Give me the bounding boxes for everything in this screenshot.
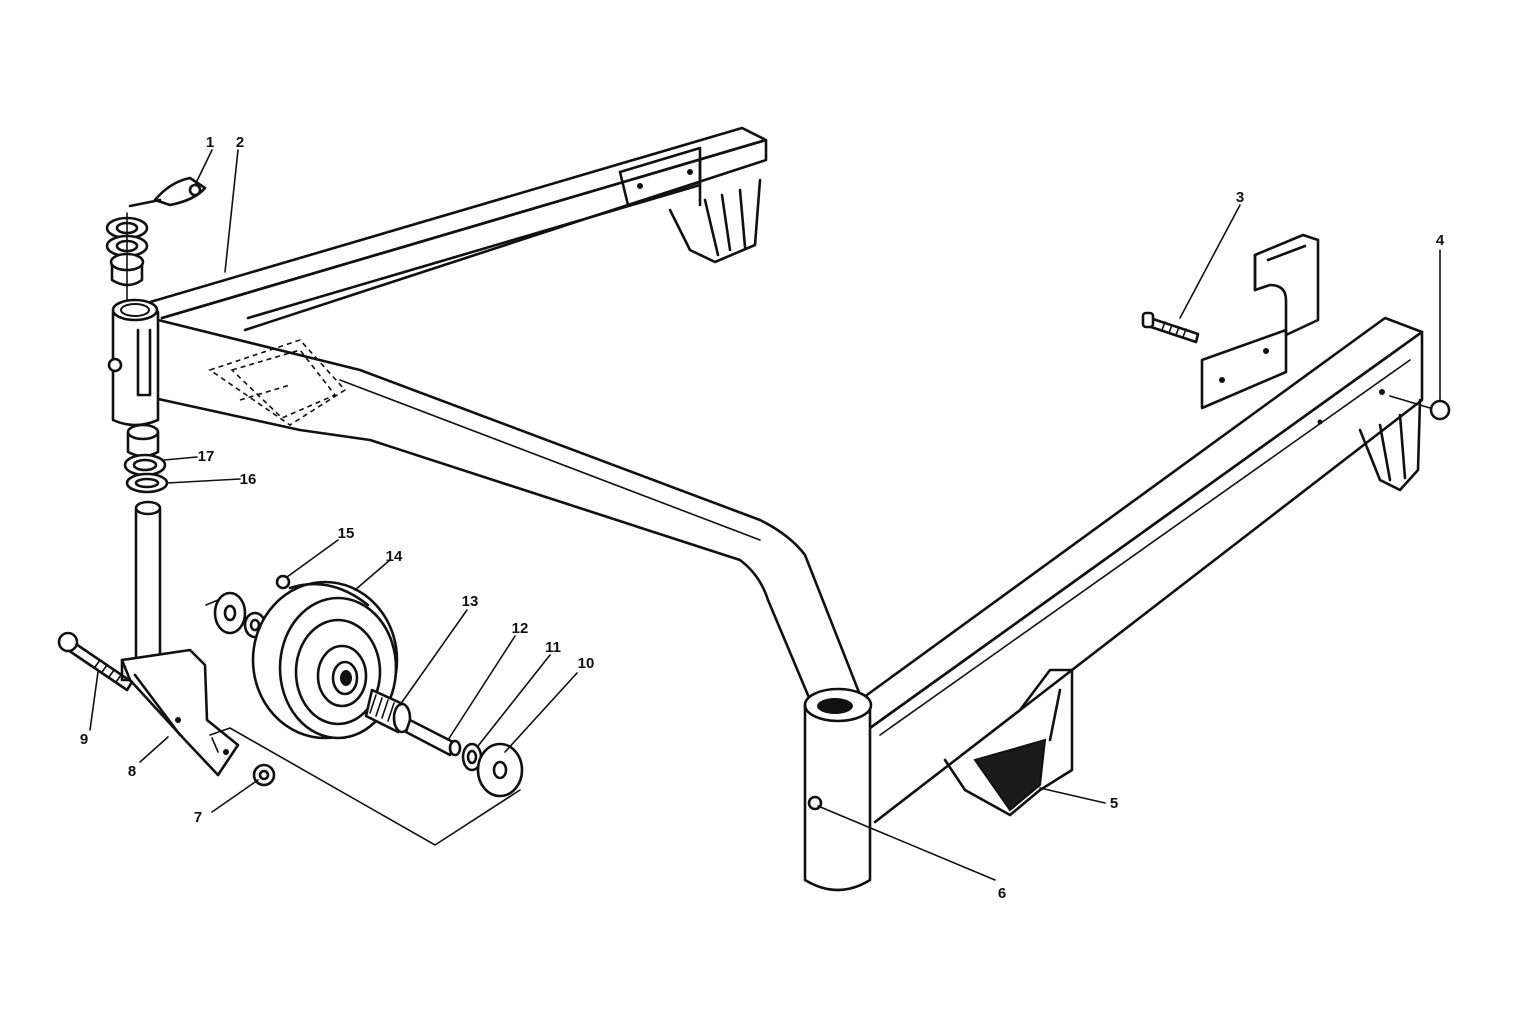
callout-12: 12 (512, 620, 529, 637)
callout-4: 4 (1436, 232, 1445, 249)
callout-8: 8 (128, 763, 136, 780)
callout-14: 14 (386, 548, 403, 565)
callout-5: 5 (1110, 795, 1118, 812)
callout-2: 2 (236, 134, 244, 151)
callout-labels: 1 2 3 4 5 6 7 8 9 10 11 12 13 14 15 16 1… (80, 134, 1445, 902)
callout-1: 1 (206, 134, 214, 151)
callout-11: 11 (545, 639, 561, 656)
caster-assembly (57, 176, 524, 846)
leader-lines (89, 149, 1441, 881)
callout-9: 9 (80, 731, 88, 748)
frame-assembly (107, 126, 1451, 892)
callout-13: 13 (462, 593, 479, 610)
callout-6: 6 (998, 885, 1006, 902)
callout-17: 17 (198, 448, 215, 465)
callout-10: 10 (578, 655, 595, 672)
callout-15: 15 (338, 525, 355, 542)
callout-16: 16 (240, 471, 257, 488)
callout-3: 3 (1236, 189, 1244, 206)
callout-7: 7 (194, 809, 202, 826)
